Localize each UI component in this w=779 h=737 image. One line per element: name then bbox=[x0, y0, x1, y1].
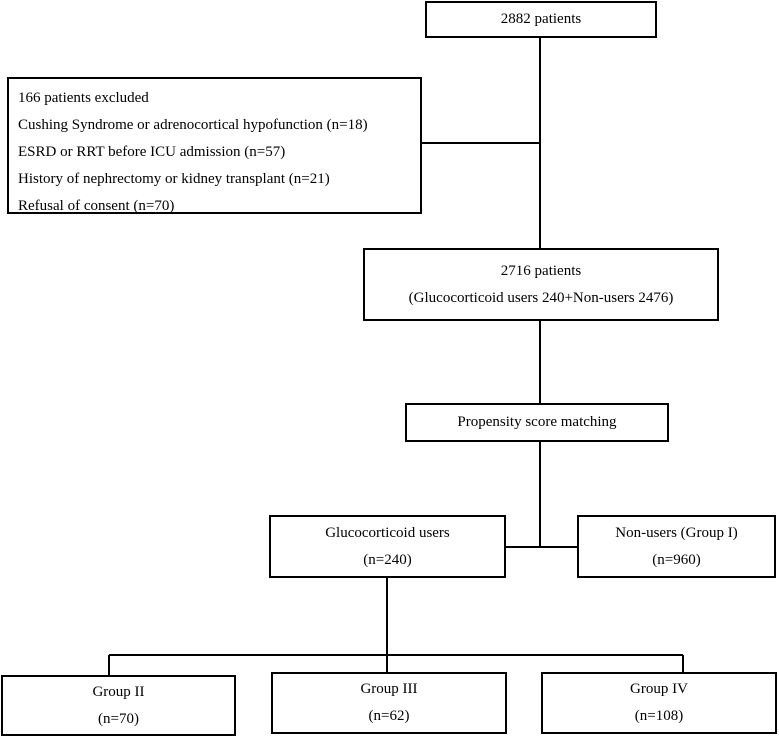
group-iv-box: Group IV (n=108) bbox=[541, 672, 777, 734]
included-patients-box: 2716 patients (Glucocorticoid users 240+… bbox=[363, 248, 719, 321]
group-ii-box: Group II (n=70) bbox=[1, 675, 236, 736]
group-iv-count: (n=108) bbox=[634, 708, 684, 724]
non-users-label: Non-users (Group I) bbox=[615, 524, 738, 541]
glucocorticoid-users-label: Glucocorticoid users bbox=[325, 524, 450, 541]
exclusion-criterion: ESRD or RRT before ICU admission (n=57) bbox=[18, 144, 286, 160]
non-users-box: Non-users (Group I) (n=960) bbox=[577, 515, 776, 578]
glucocorticoid-users-count: (n=240) bbox=[363, 551, 412, 568]
total-patients-text: 2882 patients bbox=[500, 11, 582, 27]
glucocorticoid-users-box: Glucocorticoid users (n=240) bbox=[269, 515, 506, 578]
propensity-matching-text: Propensity score matching bbox=[457, 414, 617, 430]
non-users-count: (n=960) bbox=[652, 551, 701, 568]
included-count-text: 2716 patients bbox=[500, 262, 582, 279]
excluded-count-text: 166 patients excluded bbox=[18, 90, 149, 106]
total-patients-box: 2882 patients bbox=[425, 1, 657, 38]
group-iii-label: Group III bbox=[360, 681, 418, 697]
exclusion-criterion: Cushing Syndrome or adrenocortical hypof… bbox=[18, 117, 368, 133]
exclusion-criterion: History of nephrectomy or kidney transpl… bbox=[18, 171, 330, 187]
excluded-patients-box: 166 patients excluded Cushing Syndrome o… bbox=[7, 77, 422, 214]
included-breakdown-text: (Glucocorticoid users 240+Non-users 2476… bbox=[408, 289, 674, 306]
group-iii-box: Group III (n=62) bbox=[271, 672, 507, 734]
exclusion-criterion: Refusal of consent (n=70) bbox=[18, 198, 175, 214]
propensity-matching-box: Propensity score matching bbox=[405, 403, 669, 442]
group-iv-label: Group IV bbox=[630, 681, 688, 697]
group-iii-count: (n=62) bbox=[368, 708, 410, 724]
group-ii-label: Group II bbox=[92, 683, 145, 700]
group-ii-count: (n=70) bbox=[98, 710, 139, 727]
